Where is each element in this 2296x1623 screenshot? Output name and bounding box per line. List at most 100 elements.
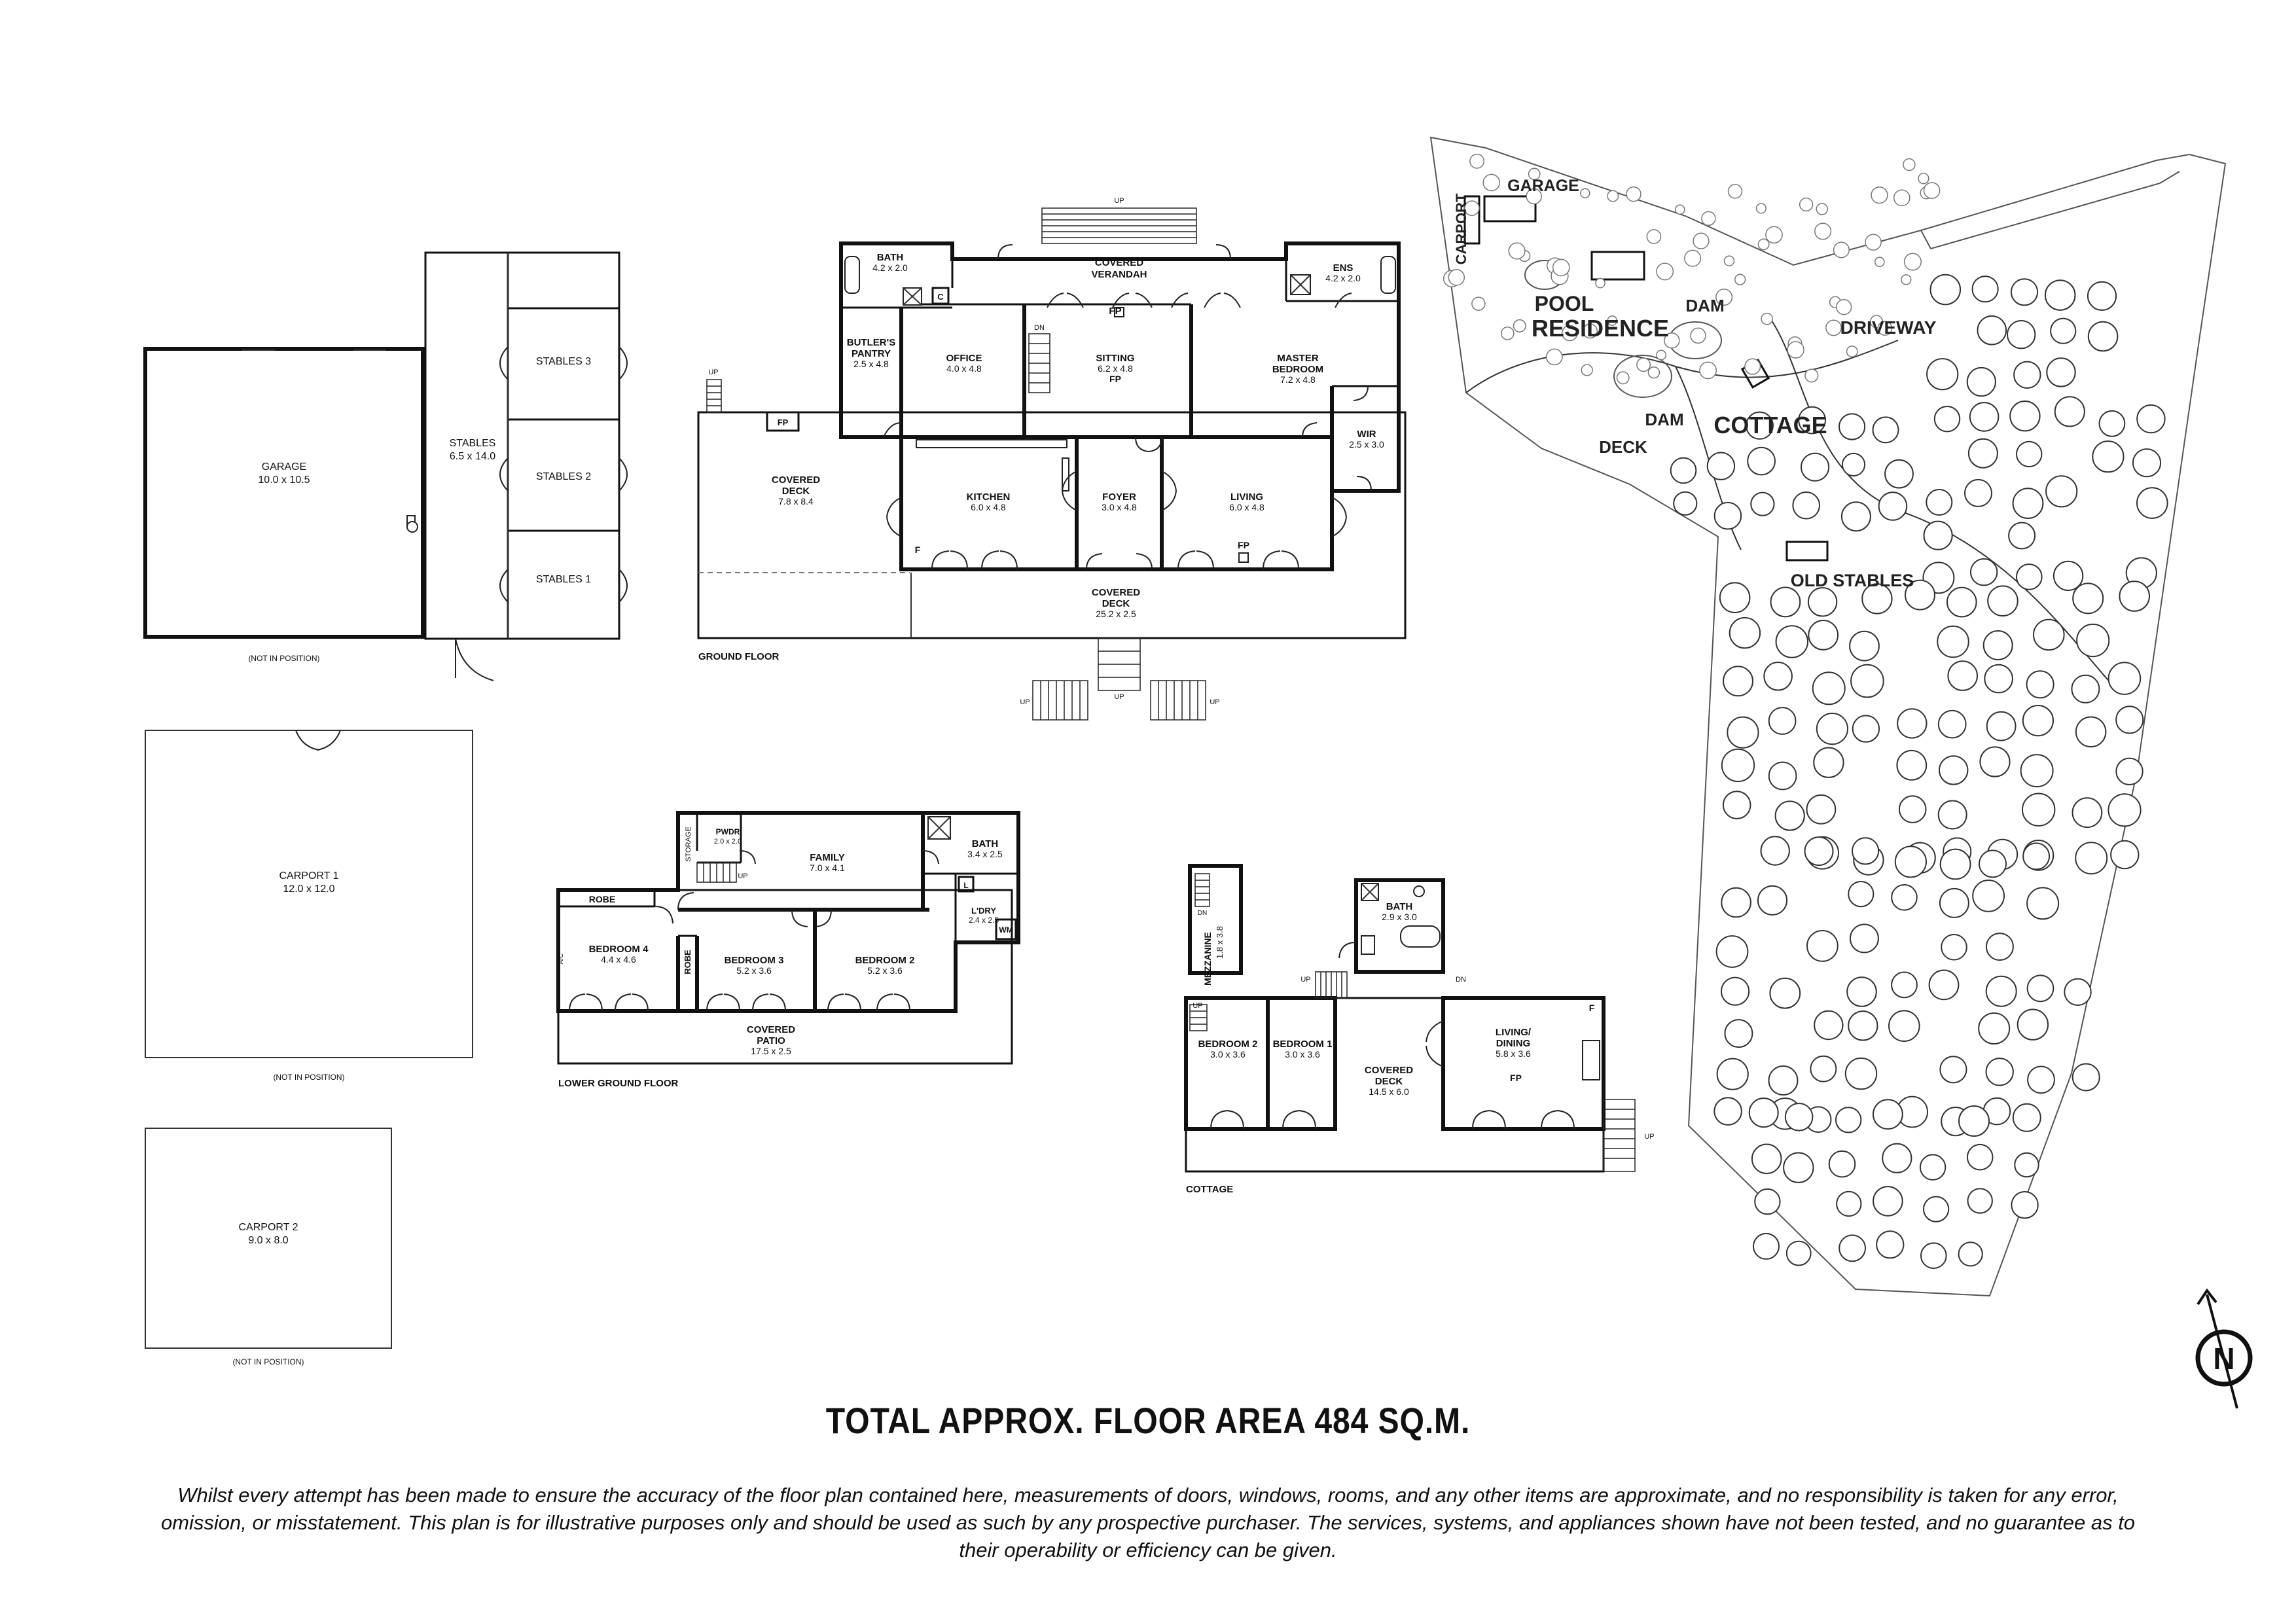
lg-ldry-size: 2.4 x 2.5: [969, 916, 999, 925]
tree-canopy: [1929, 274, 1962, 306]
tree-canopy: [1958, 1105, 1990, 1137]
tree-small: [1656, 262, 1674, 281]
tree-small: [1508, 242, 1526, 260]
tree-canopy: [1882, 1143, 1912, 1173]
garage-plan: GARAGE 10.0 x 10.5 (NOT IN POSITION): [143, 347, 425, 663]
tree-canopy: [1937, 625, 1969, 658]
tree-canopy: [1947, 660, 1978, 691]
tree-small: [1918, 173, 1929, 185]
site-label-old-stables: OLD STABLES: [1791, 571, 1914, 590]
tree-canopy: [1768, 761, 1797, 791]
tree-canopy: [2064, 978, 2092, 1007]
tree-small: [1903, 253, 1922, 271]
cot-mezz-size: 1.8 x 3.8: [1215, 926, 1225, 959]
tree-canopy: [2012, 1103, 2041, 1132]
tree-canopy: [2033, 618, 2065, 651]
site-label-cottage: COTTAGE: [1713, 412, 1827, 438]
tree-canopy: [2016, 563, 2043, 590]
tree-canopy: [1985, 933, 2014, 961]
tree-small: [1582, 323, 1598, 339]
tree-small: [1482, 173, 1500, 192]
tree-canopy: [1978, 1012, 2011, 1044]
tree-small: [1448, 269, 1465, 286]
site-label-dam-2: DAM: [1645, 410, 1683, 429]
tree-canopy: [1810, 1055, 1837, 1082]
tree-canopy: [2012, 488, 2044, 519]
tree-canopy: [1814, 1010, 1844, 1041]
tree-canopy: [1713, 1097, 1742, 1126]
tree-small: [1757, 238, 1770, 251]
lg-pwdr-size: 2.0 x 2.0: [714, 838, 742, 846]
tree-canopy: [2115, 757, 2144, 786]
tree-small: [1871, 186, 1888, 204]
gf-deck-fp: FP: [778, 418, 789, 427]
lg-bed3-name: BEDROOM 3: [725, 955, 784, 966]
ground-floor-caption: GROUND FLOOR: [698, 651, 779, 662]
tree-small: [1471, 296, 1486, 311]
tree-canopy: [1798, 406, 1827, 435]
cot-mezz-name: MEZZANINE: [1202, 932, 1213, 986]
tree-canopy: [1972, 880, 2005, 912]
tree-small: [1528, 168, 1541, 181]
tree-small: [1734, 274, 1746, 285]
cot-deck-name-1: COVERED: [1365, 1065, 1413, 1076]
tree-canopy: [2045, 475, 2078, 508]
stables-size: 6.5 x 14.0: [450, 451, 495, 462]
tree-canopy: [1878, 491, 1908, 521]
tree-small: [1607, 190, 1619, 202]
tree-small: [1626, 186, 1641, 202]
tree-canopy: [1727, 716, 1759, 749]
tree-small: [1744, 358, 1761, 375]
gf-deck-south-name-1: COVERED: [1092, 587, 1140, 598]
tree-canopy: [1768, 707, 1797, 735]
gf-verandah-name-2: VERANDAH: [1091, 269, 1147, 280]
tree-canopy: [1775, 625, 1809, 658]
tree-small: [1546, 348, 1563, 366]
tree-canopy: [1967, 1188, 1993, 1214]
tree-canopy: [1979, 746, 2011, 777]
gf-master-name-1: MASTER: [1277, 353, 1319, 364]
site-label-garage: GARAGE: [1507, 177, 1579, 195]
tree-canopy: [1835, 1107, 1862, 1133]
tree-canopy: [1850, 664, 1884, 698]
tree-small: [1825, 319, 1842, 336]
tree-canopy: [1966, 1143, 1994, 1171]
tree-canopy: [2092, 440, 2125, 473]
tree-canopy: [1876, 1230, 1905, 1259]
tree-canopy: [2044, 279, 2076, 311]
tree-canopy: [1894, 846, 1927, 878]
lg-bed2-size: 5.2 x 3.6: [867, 965, 903, 976]
north-arrow: N: [2195, 1288, 2253, 1409]
lg-patio-name-1: COVERED: [747, 1024, 795, 1035]
tree-small: [1607, 315, 1618, 326]
tree-canopy: [2136, 487, 2168, 519]
tree-small: [1464, 200, 1480, 216]
tree-small: [1846, 346, 1858, 358]
gf-foyer-name: FOYER: [1102, 491, 1136, 503]
tree-small: [1893, 189, 1910, 207]
stables-1-label: STABLES 1: [536, 574, 591, 585]
cot-living-name-2: DINING: [1496, 1038, 1531, 1049]
tree-canopy: [1985, 975, 2017, 1007]
tree-small: [1865, 234, 1882, 251]
tree-canopy: [1848, 881, 1874, 908]
tree-canopy: [1812, 671, 1846, 705]
tree-canopy: [2010, 278, 2039, 306]
tree-canopy: [1920, 1242, 1947, 1269]
tree-canopy: [1816, 713, 1848, 745]
tree-small: [1500, 327, 1515, 340]
tree-canopy: [1719, 582, 1751, 614]
site-label-deck: DECK: [1599, 437, 1647, 457]
tree-small: [1580, 188, 1590, 198]
gf-wir-name: WIR: [1357, 429, 1376, 440]
tree-small: [1723, 255, 1735, 266]
cot-bed2-name: BEDROOM 2: [1198, 1039, 1258, 1050]
lg-pwdr-name: PWDR: [716, 827, 740, 836]
tree-canopy: [2054, 396, 2085, 427]
tree-canopy: [1801, 452, 1830, 482]
tree-canopy: [2046, 357, 2076, 387]
tree-canopy: [1939, 887, 1969, 918]
cot-dn-1: DN: [1456, 976, 1466, 984]
tree-canopy: [1852, 715, 1880, 743]
tree-canopy: [1848, 1010, 1878, 1041]
